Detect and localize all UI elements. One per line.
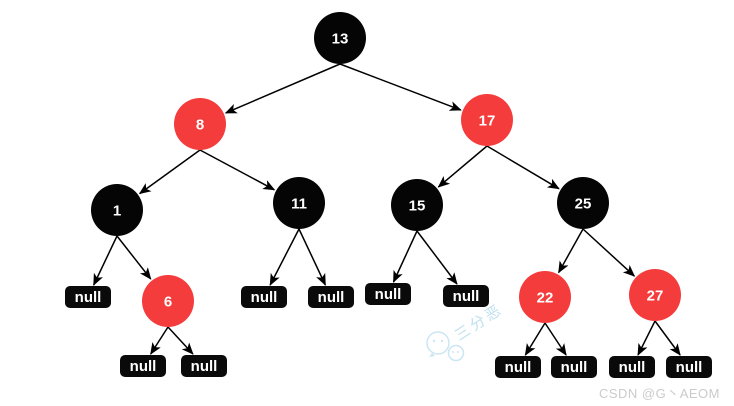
null-leaf-label: null xyxy=(561,359,588,376)
null-leaf-n-27-r: null xyxy=(666,356,712,378)
node-value-label: 8 xyxy=(196,117,204,134)
null-leaf-label: null xyxy=(75,289,102,306)
tree-edge-1-6 xyxy=(116,235,152,280)
null-leaf-n-6-r: null xyxy=(181,355,227,377)
null-leaf-label: null xyxy=(619,359,646,376)
tree-edge-25-22 xyxy=(558,228,584,274)
tree-node-27: 27 xyxy=(629,269,681,321)
tree-edge-13-17 xyxy=(339,63,462,111)
tree-edge-11-n-11-r xyxy=(298,228,327,286)
node-value-label: 13 xyxy=(332,31,349,48)
null-leaf-label: null xyxy=(676,359,703,376)
tree-edge-17-15 xyxy=(437,145,488,188)
tree-edge-27-n-27-r xyxy=(654,320,681,356)
null-leaf-label: null xyxy=(453,288,480,305)
csdn-watermark-text: CSDN @G丶AEOM xyxy=(598,386,720,401)
null-leaf-n-22-l: null xyxy=(495,356,541,378)
tree-edge-22-n-22-r xyxy=(544,322,567,356)
wechat-bubbles-watermark-icon xyxy=(426,331,465,362)
tree-node-6: 6 xyxy=(142,275,194,327)
tree-node-22: 22 xyxy=(519,271,571,323)
node-value-label: 15 xyxy=(409,198,426,215)
tree-edges xyxy=(93,63,681,356)
tree-edge-15-n-15-l xyxy=(392,230,418,283)
tree-edge-15-n-15-r xyxy=(416,230,458,285)
null-leaf-n-15-r: null xyxy=(443,285,489,307)
null-leaf-label: null xyxy=(191,358,218,375)
null-leaf-n-27-l: null xyxy=(609,356,655,378)
tree-edge-1-n-1-l xyxy=(93,235,118,286)
tree-edge-11-n-11-l xyxy=(269,228,300,286)
tree-edge-17-25 xyxy=(486,145,560,190)
null-leaf-n-1-l: null xyxy=(65,286,111,308)
null-leaf-label: null xyxy=(318,289,345,306)
tree-edge-27-n-27-l xyxy=(637,320,656,356)
node-value-label: 25 xyxy=(575,196,592,213)
tree-node-17: 17 xyxy=(461,94,513,146)
tree-edge-22-n-22-l xyxy=(524,322,546,356)
null-leaf-n-11-r: null xyxy=(308,286,354,308)
null-leaf-label: null xyxy=(130,358,157,375)
tree-edge-8-1 xyxy=(138,149,201,195)
null-leaf-label: null xyxy=(251,289,278,306)
tree-edge-6-n-6-r xyxy=(167,326,194,355)
null-leaf-label: null xyxy=(505,359,532,376)
null-leaf-n-22-r: null xyxy=(551,356,597,378)
null-leaf-n-15-l: null xyxy=(365,283,411,305)
tree-node-13: 13 xyxy=(314,12,366,64)
node-value-label: 17 xyxy=(479,113,496,130)
null-leaf-n-11-l: null xyxy=(241,286,287,308)
tree-node-8: 8 xyxy=(174,98,226,150)
node-value-label: 6 xyxy=(164,294,172,311)
null-leaf-n-6-l: null xyxy=(120,355,166,377)
node-value-label: 1 xyxy=(113,203,121,220)
tree-edge-6-n-6-l xyxy=(150,326,169,355)
node-value-label: 22 xyxy=(537,290,554,307)
node-value-label: 11 xyxy=(291,196,307,213)
node-value-label: 27 xyxy=(647,288,664,305)
tree-edge-13-8 xyxy=(224,63,341,114)
tree-edge-25-27 xyxy=(582,228,636,277)
tree-edge-8-11 xyxy=(199,149,276,191)
tree-node-15: 15 xyxy=(391,179,443,231)
tree-node-25: 25 xyxy=(557,177,609,229)
tree-node-1: 1 xyxy=(91,184,143,236)
null-leaf-label: null xyxy=(375,286,402,303)
tree-node-11: 11 xyxy=(273,177,325,229)
